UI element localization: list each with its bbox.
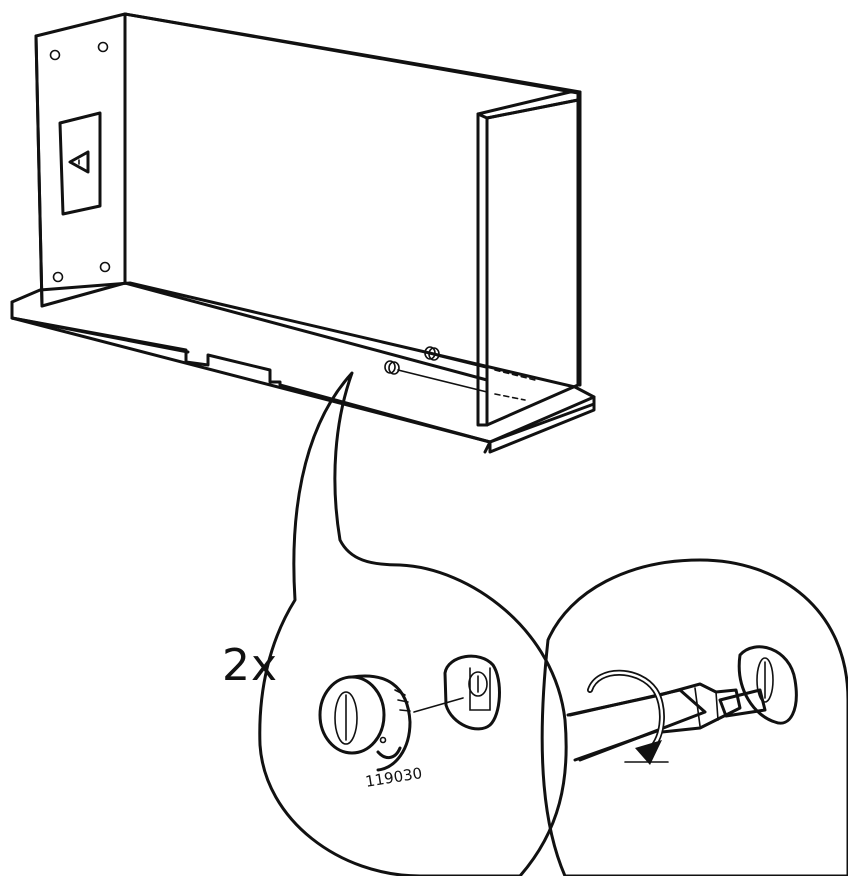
label-sticker [58, 111, 102, 216]
left-side-panel [34, 12, 127, 308]
cabinet-assembly [10, 12, 596, 454]
cam-lock-lower [384, 360, 526, 401]
cam-lock-slot [737, 645, 798, 725]
cam-lock-positions [384, 346, 536, 401]
panel-hole [443, 654, 501, 731]
back-panel [123, 12, 582, 382]
clockwise-arrow-icon [587, 669, 669, 765]
screwdriver [566, 682, 767, 762]
base-panel [10, 281, 596, 454]
hole-top-right [97, 41, 109, 53]
hole-top-left [49, 49, 61, 61]
screwdriver-detail [566, 645, 798, 765]
hole-bottom-right [99, 261, 111, 273]
detail-callout [258, 371, 848, 878]
hole-bottom-left [52, 271, 64, 283]
cam-lock-fitting [318, 674, 412, 772]
quantity-label: 2x [222, 640, 279, 691]
warning-triangle-icon [68, 150, 90, 174]
cam-lock-upper [424, 346, 536, 381]
insert-guide-line [413, 697, 464, 713]
right-side-panel [476, 90, 582, 427]
cam-lock-detail [318, 654, 501, 772]
